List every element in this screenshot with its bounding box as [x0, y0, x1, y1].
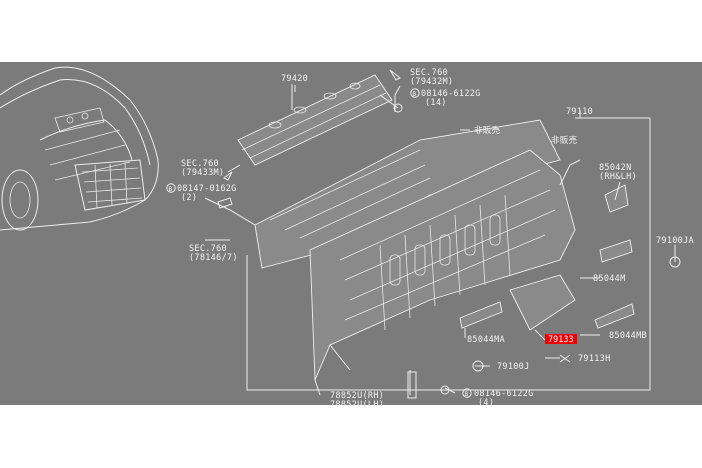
label-bolt-left-qty: (2) — [181, 193, 197, 203]
part-79420-strip — [237, 74, 393, 166]
bolt-marker-left: B — [169, 186, 173, 193]
label-85042n-sub: (RH&LH) — [599, 172, 637, 182]
leader-lines — [204, 85, 676, 395]
label-79113h: 79113H — [578, 354, 611, 364]
label-sec760-left-sub: (79433M) — [181, 168, 224, 178]
label-sec760-bottom-sub: (78146/7) — [189, 253, 238, 263]
label-78852u-rh: 78852U(RH) — [330, 391, 384, 401]
main-panel-assembly — [254, 119, 635, 396]
label-85044ma: 85044MA — [467, 335, 505, 345]
label-79100ja: 79100JA — [656, 236, 694, 246]
label-79100j: 79100J — [497, 362, 530, 372]
label-85042n: 85042N — [599, 163, 632, 173]
label-bolt-top-qty: (14) — [425, 98, 447, 108]
label-bolt-bottom-qty: (4) — [478, 398, 494, 408]
car-rear-illustration — [0, 66, 159, 231]
bolt-marker-icon — [462, 388, 472, 398]
highlight-79133 — [545, 334, 577, 344]
label-bolt-top: 08146-6122G — [421, 89, 481, 99]
label-bolt-left: 08147-0162G — [177, 184, 237, 194]
bolt-marker-icon — [410, 88, 420, 98]
hardware-fasteners — [217, 69, 681, 399]
label-78852u-lh: 78852U(LH) — [330, 400, 384, 410]
label-bolt-bottom: 08146-6122G — [474, 389, 534, 399]
bolt-marker-icon — [166, 183, 176, 193]
label-sec760-top-sub: (79432M) — [410, 77, 453, 87]
bolt-marker-top: B — [413, 91, 417, 98]
label-79420: 79420 — [281, 74, 308, 84]
bolt-marker-bottom: B — [465, 391, 469, 398]
label-79133: 79133 — [548, 335, 574, 345]
top-margin — [0, 0, 702, 62]
part-labels: 79420 SEC.760 (79432M) B 08146-6122G (14… — [166, 68, 694, 410]
label-85044m: 85044M — [593, 274, 626, 284]
bottom-margin — [0, 405, 702, 468]
label-not-sold-1: 非販売 — [474, 125, 501, 136]
label-sec760-left: SEC.760 — [181, 159, 219, 169]
label-79110: 79110 — [566, 107, 593, 117]
label-85044mb: 85044MB — [609, 331, 647, 341]
label-sec760-top: SEC.760 — [410, 68, 448, 78]
label-not-sold-2: 非販売 — [551, 135, 578, 146]
label-sec760-bottom: SEC.760 — [189, 244, 227, 254]
